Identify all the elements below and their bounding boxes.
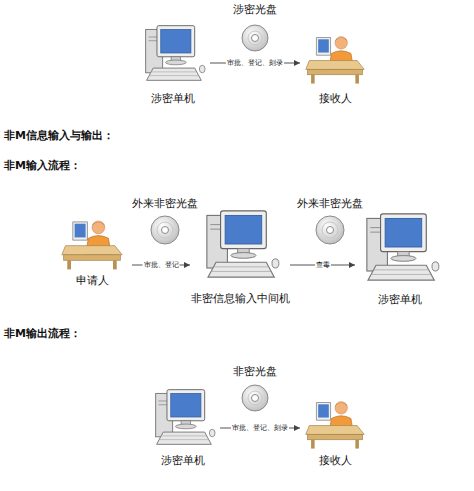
person-icon [304, 26, 366, 88]
computer-icon [140, 18, 206, 88]
section-heading: 非M输出流程： [4, 326, 81, 341]
disc-label: 外来非密光盘 [297, 196, 363, 211]
disc-icon [151, 216, 179, 244]
disc-icon [242, 25, 268, 51]
computer-node: 涉密单机 [135, 18, 210, 106]
person-icon [304, 394, 366, 450]
person-node: 申请人 [52, 214, 132, 288]
node-label: 接收人 [300, 453, 370, 468]
computer-node: 涉密单机 [145, 384, 220, 468]
disc-label: 涉密光盘 [233, 2, 277, 17]
edge-label: 查毒 [315, 261, 331, 270]
computer-icon [150, 384, 216, 450]
person-icon [60, 214, 124, 270]
computer-node: 非密信息输入中间机 [190, 200, 290, 306]
computer-icon [200, 200, 280, 288]
section-heading: 非M信息输入与输出： [4, 128, 114, 143]
node-label: 非密信息输入中间机 [190, 291, 290, 306]
section-heading: 非M输入流程： [4, 158, 81, 173]
disc-icon [242, 385, 268, 411]
node-label: 涉密单机 [355, 292, 445, 307]
node-label: 接收人 [300, 91, 370, 106]
edge-label: 审批、登记、刻录 [226, 59, 284, 68]
disc-label: 非密光盘 [233, 364, 277, 379]
node-label: 申请人 [52, 273, 132, 288]
person-node: 接收人 [300, 26, 370, 106]
disc-label: 外来非密光盘 [132, 196, 198, 211]
edge-label: 审批、登记 [143, 261, 180, 270]
computer-icon [360, 205, 440, 289]
person-node: 接收人 [300, 394, 370, 468]
disc-icon [316, 216, 344, 244]
node-label: 涉密单机 [135, 91, 210, 106]
computer-node: 涉密单机 [355, 205, 445, 307]
edge-label: 审批、登记、刻录 [231, 424, 289, 433]
node-label: 涉密单机 [145, 453, 220, 468]
